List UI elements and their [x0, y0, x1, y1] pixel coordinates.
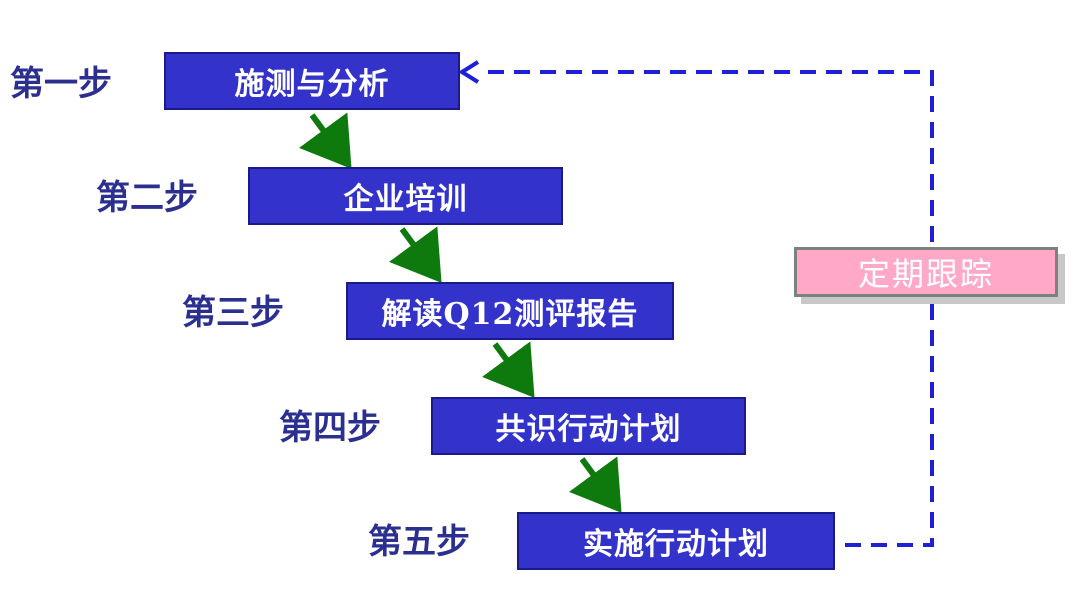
periodic-tracking-box: 定期跟踪 — [794, 247, 1058, 297]
flow-arrow-3-4 — [481, 341, 535, 398]
step-box-1: 施测与分析 — [164, 52, 460, 110]
step-label-1: 第一步 — [10, 64, 112, 104]
flow-arrow-1-2 — [298, 112, 352, 169]
step-label-5: 第五步 — [368, 522, 470, 562]
flow-arrow-2-3 — [388, 226, 442, 283]
step-box-3: 解读Q12测评报告 — [346, 282, 674, 340]
feedback-loop-line — [478, 70, 934, 547]
step-label-3: 第三步 — [182, 293, 284, 333]
step-box-2: 企业培训 — [248, 167, 563, 225]
step-label-4: 第四步 — [279, 408, 381, 448]
feedback-loop-arrowhead — [458, 60, 480, 84]
step-label-2: 第二步 — [96, 178, 198, 218]
step-box-4: 共识行动计划 — [431, 397, 746, 455]
flow-arrow-4-5 — [568, 456, 622, 513]
step-box-5: 实施行动计划 — [517, 512, 835, 570]
